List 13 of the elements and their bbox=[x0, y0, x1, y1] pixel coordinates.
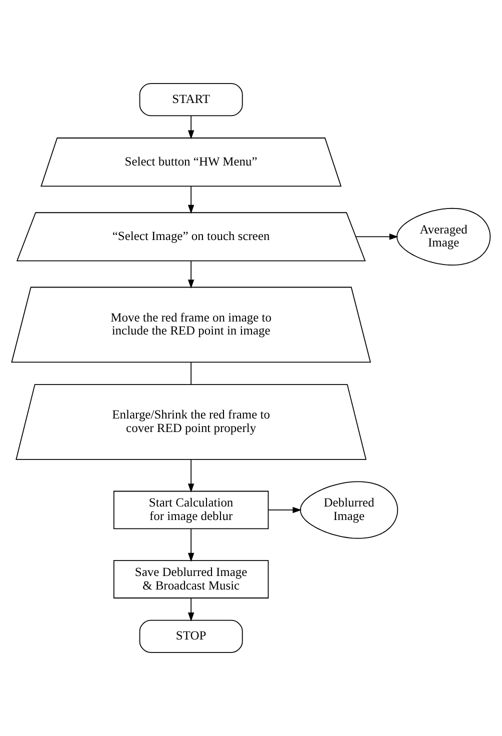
connector bbox=[190, 362, 192, 385]
node-box: Start Calculation for image deblur bbox=[113, 490, 269, 530]
node-box: START bbox=[139, 83, 243, 116]
node-box: Save Deblurred Image & Broadcast Music bbox=[113, 560, 269, 598]
arrow bbox=[188, 260, 194, 289]
arrow bbox=[188, 598, 194, 622]
node-box: STOP bbox=[139, 620, 243, 653]
arrow bbox=[188, 115, 194, 140]
arrow bbox=[188, 186, 194, 214]
arrow bbox=[188, 459, 194, 492]
arrow bbox=[355, 234, 398, 240]
arrow bbox=[188, 528, 194, 562]
arrow bbox=[268, 506, 302, 514]
